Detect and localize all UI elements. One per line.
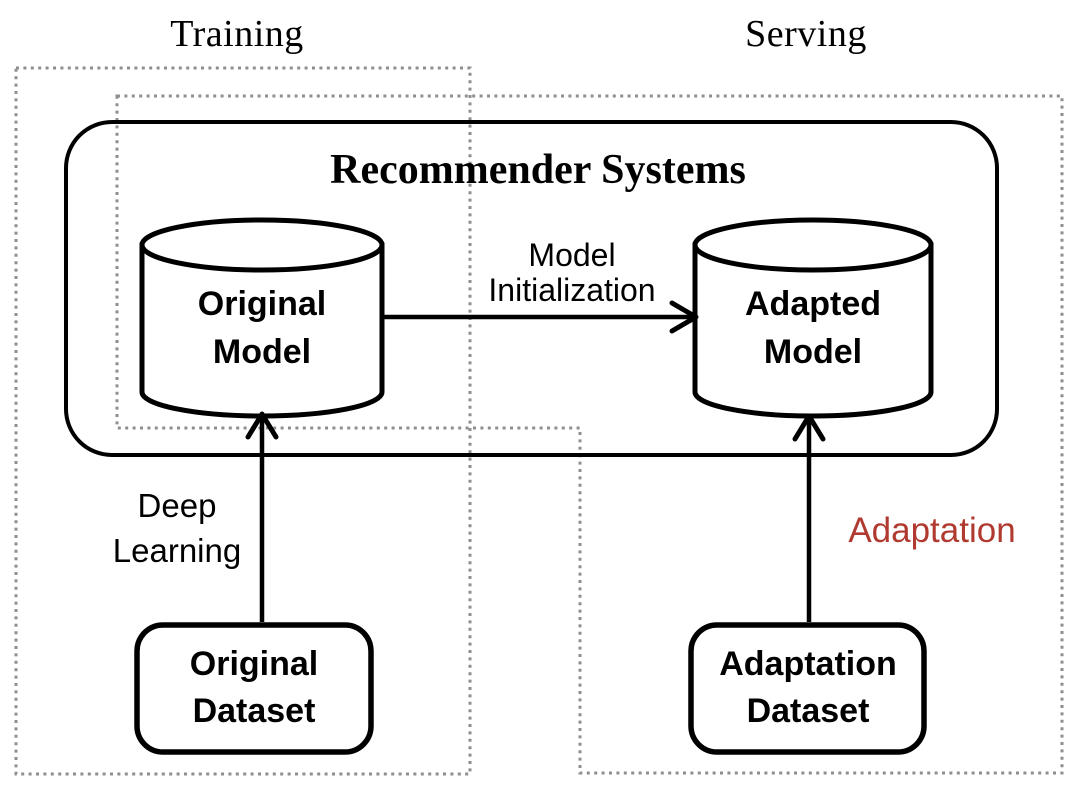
training-region-border [14, 66, 472, 776]
recommender-systems-box [64, 120, 999, 457]
original-dataset-label: Original Dataset [190, 641, 318, 735]
adaptation-dataset-box [688, 622, 927, 755]
adaptation-dataset-label-line2: Dataset [746, 692, 870, 730]
deep-learning-label: Deep Learning [113, 483, 241, 573]
model-initialization-arrowhead [669, 300, 699, 334]
adaptation-label: Adaptation [848, 511, 1016, 550]
original-model-label-line2: Model [212, 333, 312, 371]
deep-learning-label-line1: Deep [137, 487, 217, 524]
deep-learning-label-line2: Learning [112, 532, 242, 569]
deep-learning-arrowhead [245, 411, 279, 440]
serving-region-border [115, 94, 1064, 775]
original-model-label-line1: Original [197, 285, 327, 323]
serving-region-label: Serving [745, 13, 867, 55]
training-region-label: Training [170, 13, 304, 55]
model-initialization-label-line2: Initialization [488, 272, 656, 308]
adapted-model-label: Adapted Model [745, 280, 881, 376]
original-dataset-label-line1: Original [189, 645, 319, 683]
adapted-model-cylinder-body [692, 242, 934, 419]
adapted-model-cylinder-top [692, 217, 934, 273]
original-dataset-label-line2: Dataset [192, 692, 316, 730]
original-model-cylinder-body [139, 242, 385, 419]
adapted-model-label-line2: Model [763, 333, 863, 371]
original-model-label: Original Model [198, 280, 326, 376]
adaptation-arrowhead [792, 413, 826, 442]
original-model-cylinder-top [139, 217, 385, 273]
adaptation-dataset-label: Adaptation Dataset [719, 641, 897, 735]
adapted-model-label-line1: Adapted [745, 285, 881, 323]
model-initialization-label: Model Initialization [488, 238, 655, 308]
adaptation-dataset-label-line1: Adaptation [719, 645, 897, 683]
recommender-systems-title: Recommender Systems [330, 147, 746, 193]
original-dataset-box [134, 622, 374, 755]
model-initialization-label-line1: Model [528, 237, 616, 273]
